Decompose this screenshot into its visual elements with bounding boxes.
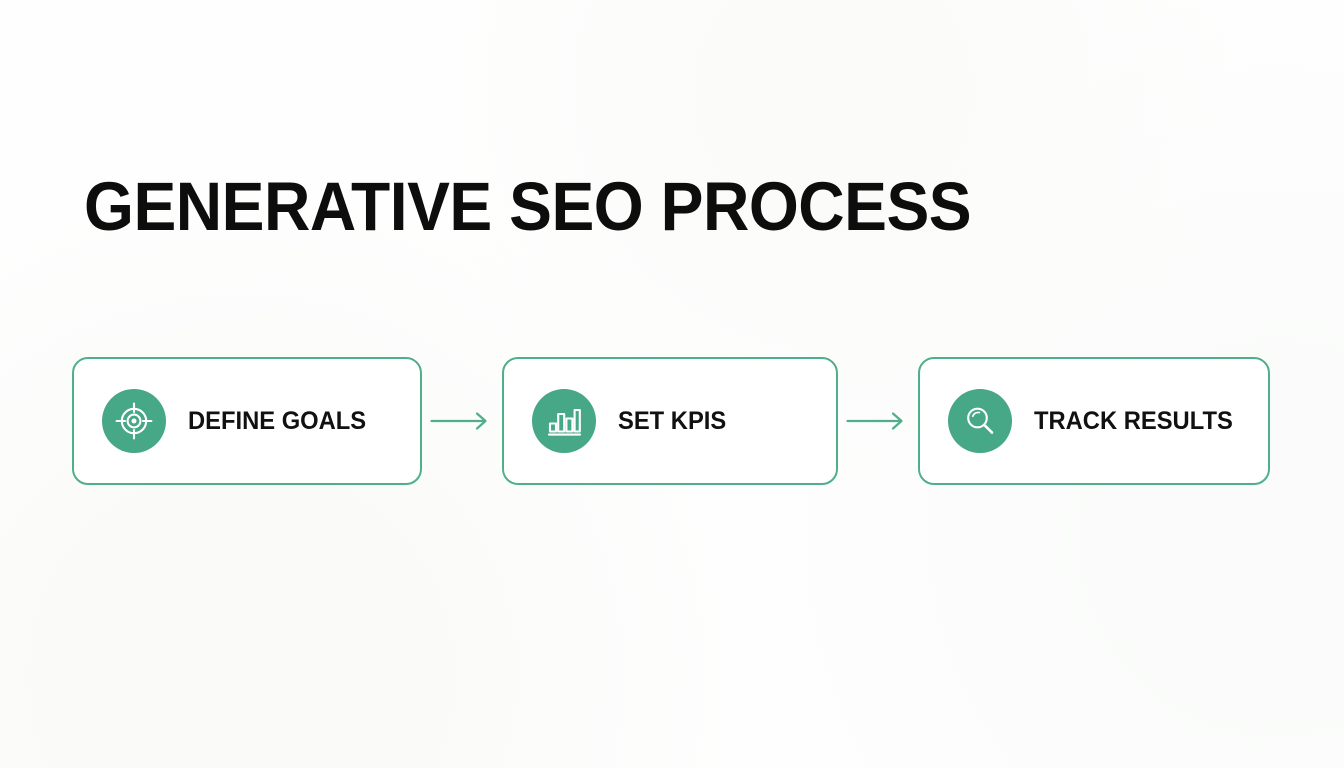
process-step-set-kpis[interactable]: SET KPIS xyxy=(502,357,838,485)
bar-chart-icon xyxy=(532,389,596,453)
target-icon xyxy=(102,389,166,453)
arrow-right-icon xyxy=(430,411,494,431)
arrow-right-icon xyxy=(846,411,910,431)
process-step-label: DEFINE GOALS xyxy=(188,406,367,435)
process-step-label: SET KPIS xyxy=(618,406,727,435)
process-step-label: TRACK RESULTS xyxy=(1034,406,1233,435)
process-step-track-results[interactable]: TRACK RESULTS xyxy=(918,357,1270,485)
page-title: GENERATIVE SEO PROCESS xyxy=(84,168,972,245)
flow-connector-1 xyxy=(422,409,502,433)
process-step-define-goals[interactable]: DEFINE GOALS xyxy=(72,357,422,485)
flow-connector-2 xyxy=(838,409,918,433)
magnifier-icon xyxy=(948,389,1012,453)
process-flow: DEFINE GOALS xyxy=(72,357,1270,485)
